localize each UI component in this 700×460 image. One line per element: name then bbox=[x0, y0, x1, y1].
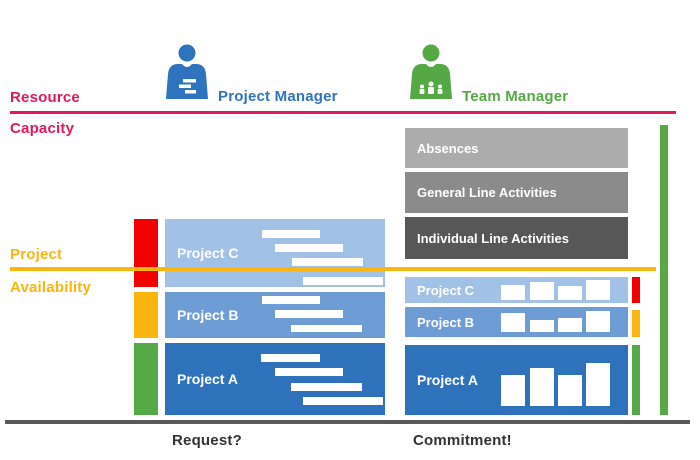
capacity-box-label: General Line Activities bbox=[417, 185, 557, 200]
histogram-bar bbox=[586, 311, 610, 332]
availability-label: Availability bbox=[10, 279, 92, 296]
histogram-bar bbox=[530, 320, 554, 332]
histogram-bar bbox=[530, 368, 554, 406]
histogram-bar bbox=[530, 282, 554, 300]
commitment-box-label: Project A bbox=[417, 372, 478, 388]
commitment-box-project-b: Project B bbox=[405, 307, 628, 337]
gantt-bar bbox=[262, 230, 320, 238]
request-box-label: Project A bbox=[177, 371, 238, 387]
request-indicator-project-a bbox=[134, 343, 158, 415]
request-box-project-a: Project A bbox=[165, 343, 385, 415]
request-indicator-project-c bbox=[134, 219, 158, 287]
request-label: Request? bbox=[172, 432, 242, 449]
gantt-bar bbox=[303, 397, 383, 405]
resource-label: Resource bbox=[10, 89, 80, 106]
histogram-bar bbox=[501, 285, 525, 300]
commitment-indicator-project-a bbox=[632, 345, 640, 415]
project-manager-icon bbox=[166, 44, 208, 99]
commitment-indicator-project-c bbox=[632, 277, 640, 303]
bottom-baseline bbox=[5, 420, 690, 424]
project-availability-divider-line bbox=[10, 267, 656, 271]
gantt-bar bbox=[262, 296, 320, 304]
commitment-box-project-c: Project C bbox=[405, 277, 628, 303]
histogram-bar bbox=[586, 363, 610, 406]
histogram-bar bbox=[501, 375, 525, 406]
gantt-bar bbox=[291, 383, 362, 391]
commitment-box-label: Project B bbox=[417, 314, 475, 330]
request-box-label: Project C bbox=[177, 245, 239, 261]
histogram-bar bbox=[586, 280, 610, 300]
gantt-bar bbox=[303, 277, 383, 285]
capacity-box-general-line-activities: General Line Activities bbox=[405, 172, 628, 213]
commitment-box-label: Project C bbox=[417, 282, 475, 298]
gantt-bar bbox=[275, 244, 343, 252]
project-manager-label: Project Manager bbox=[218, 88, 338, 105]
capacity-box-absences: Absences bbox=[405, 128, 628, 168]
gantt-bar bbox=[291, 325, 362, 332]
gantt-bar bbox=[292, 258, 363, 266]
team-manager-icon bbox=[410, 44, 452, 99]
request-box-project-b: Project B bbox=[165, 292, 385, 338]
project-label: Project bbox=[10, 246, 63, 263]
request-box-project-c: Project C bbox=[165, 219, 385, 287]
commitment-label: Commitment! bbox=[413, 432, 512, 449]
availability-bar-green bbox=[660, 125, 668, 415]
histogram-bar bbox=[501, 313, 525, 332]
histogram-bar bbox=[558, 286, 582, 300]
gantt-bar bbox=[261, 354, 320, 362]
gantt-bar bbox=[275, 310, 343, 318]
histogram-bar bbox=[558, 318, 582, 332]
capacity-box-label: Individual Line Activities bbox=[417, 230, 569, 246]
team-manager-label: Team Manager bbox=[462, 88, 569, 105]
capacity-box-individual-line-activities: Individual Line Activities bbox=[405, 217, 628, 259]
gantt-bar bbox=[275, 368, 343, 376]
resource-capacity-divider-line bbox=[10, 111, 676, 114]
commitment-indicator-project-b bbox=[632, 310, 640, 337]
commitment-box-project-a: Project A bbox=[405, 345, 628, 415]
capacity-box-label: Absences bbox=[417, 140, 479, 156]
capacity-label: Capacity bbox=[10, 120, 75, 137]
request-box-label: Project B bbox=[177, 307, 239, 323]
request-indicator-project-b bbox=[134, 292, 158, 338]
histogram-bar bbox=[558, 375, 582, 406]
